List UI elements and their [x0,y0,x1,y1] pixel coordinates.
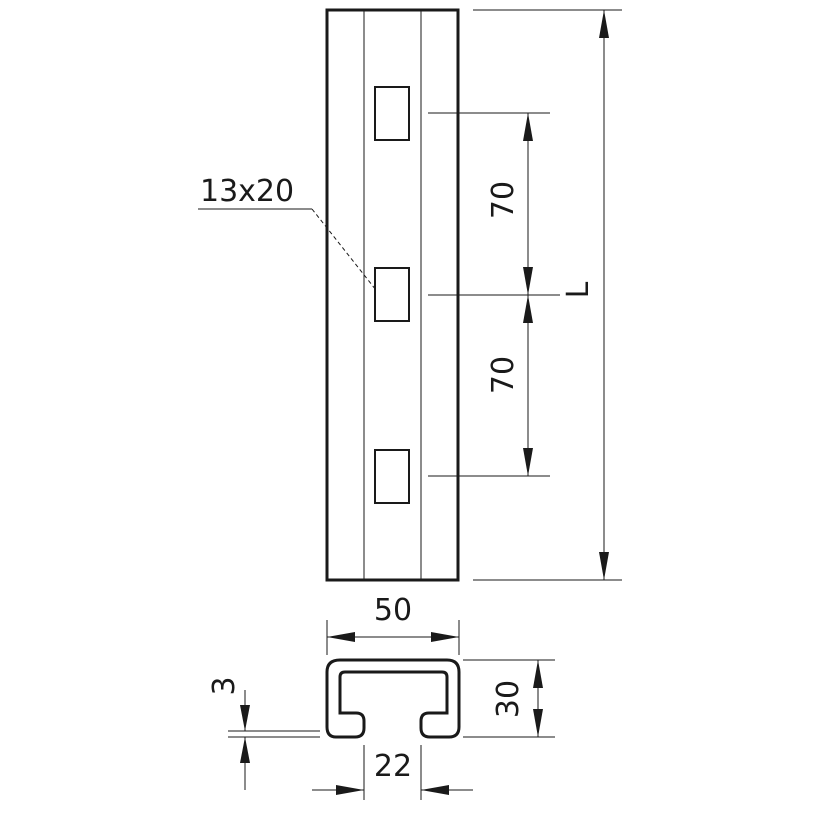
arrowhead [533,709,543,737]
slot-callout: 13x20 [198,174,377,291]
height-label: 30 [491,680,526,718]
arrowhead [523,113,533,141]
slot-spacing-dimension: 70 70 [428,112,560,477]
length-label: L [561,281,596,298]
arrowhead [523,448,533,476]
slot-callout-leader [311,208,377,291]
width-dimension: 50 [326,593,460,655]
arrowhead [599,552,609,580]
slot-middle [374,267,410,322]
spacing-upper-label: 70 [486,181,521,219]
arrowhead [421,785,449,795]
cross-section-outline [325,658,461,739]
arrowhead [431,632,459,642]
slot-bottom [374,449,410,504]
spacing-lower-label: 70 [486,356,521,394]
rail-cross-section [325,658,461,739]
arrowhead [599,10,609,38]
arrowhead [533,660,543,688]
slot-size-label: 13x20 [200,174,294,209]
height-dimension: 30 [463,659,555,738]
arrowhead [523,295,533,323]
width-label: 50 [374,593,412,628]
slot-top [374,86,410,141]
opening-dimension: 22 [312,745,473,800]
wall-thickness-label: 3 [207,676,242,695]
opening-label: 22 [374,749,412,784]
length-dimension: L [473,9,622,581]
arrowhead [240,705,250,731]
wall-thickness-dimension: 3 [207,676,320,790]
arrowhead [240,737,250,763]
arrowhead [523,267,533,295]
arrowhead [327,632,355,642]
arrowhead [336,785,364,795]
